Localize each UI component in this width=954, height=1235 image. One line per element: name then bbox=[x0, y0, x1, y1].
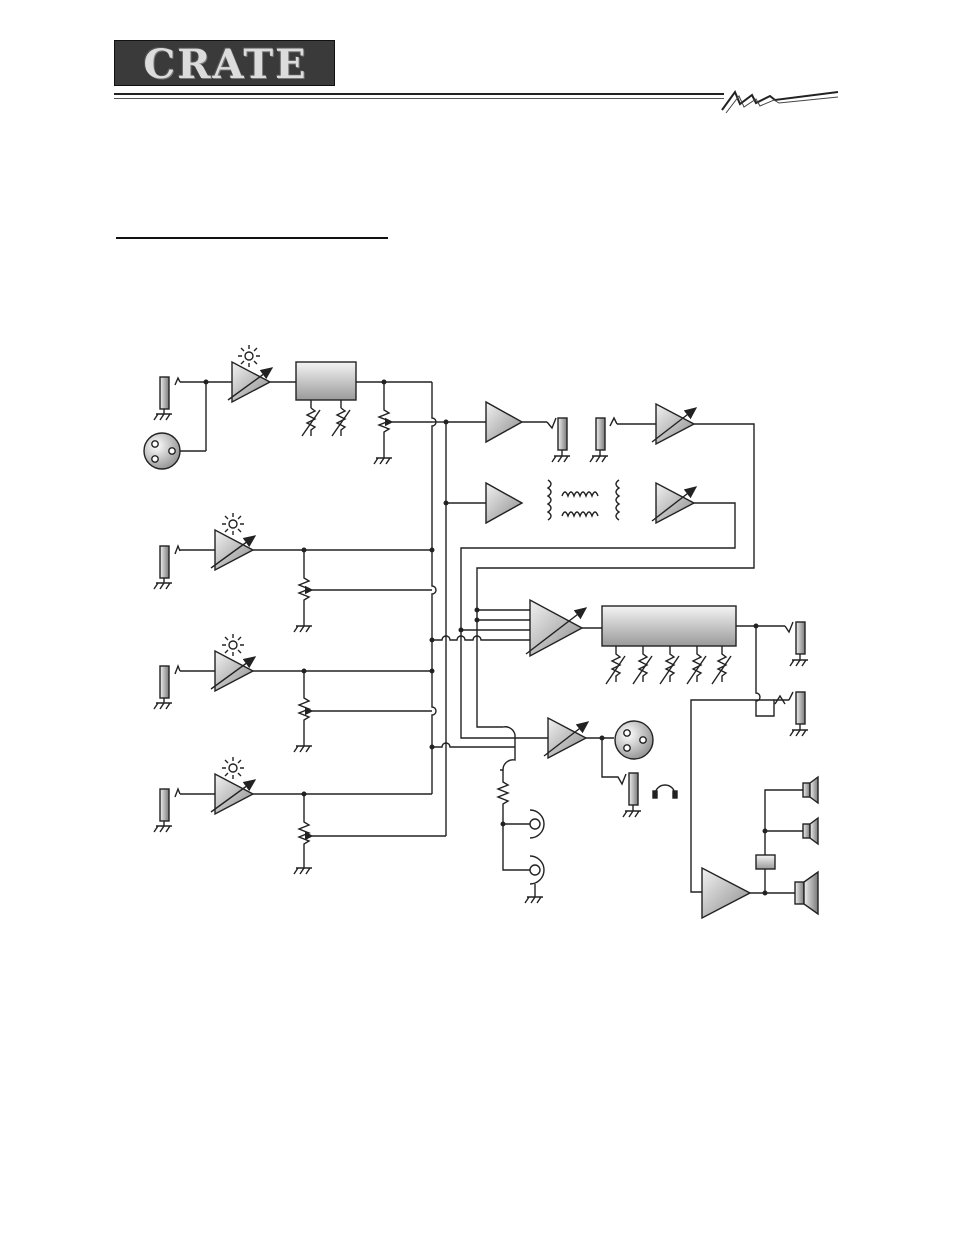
effects-send-amp bbox=[486, 402, 522, 442]
power-amp bbox=[702, 868, 750, 918]
headphone-icon bbox=[653, 785, 677, 798]
channel-2-level-pot bbox=[294, 550, 432, 632]
effects-send-jack bbox=[547, 418, 570, 462]
speaker-crossover bbox=[756, 855, 775, 869]
monitor-amp bbox=[544, 718, 588, 758]
effects-return-amp bbox=[652, 404, 696, 444]
master-mix-amp bbox=[526, 600, 586, 656]
clip-led-icon bbox=[238, 345, 260, 367]
phone-jack-input-2 bbox=[154, 546, 180, 589]
tweeter-1 bbox=[803, 777, 818, 803]
channel-1-level-pot bbox=[374, 382, 432, 464]
phone-jack-input-1 bbox=[154, 377, 180, 420]
channel-1-preamp bbox=[228, 345, 272, 402]
channel-2-preamp bbox=[211, 513, 255, 570]
headphone-jack bbox=[623, 773, 641, 817]
channel-3-level-pot bbox=[294, 671, 432, 752]
tweeter-2 bbox=[803, 818, 818, 844]
tape-level-resistor bbox=[498, 770, 508, 824]
phone-jack-input-3 bbox=[154, 666, 180, 709]
line-out-jack bbox=[785, 622, 808, 666]
reverb-return-amp bbox=[652, 483, 696, 523]
channel-4-level-pot bbox=[294, 794, 446, 874]
graphic-eq-block bbox=[602, 606, 736, 684]
channel-1-eq-block bbox=[296, 362, 356, 436]
phone-jack-input-4 bbox=[154, 789, 180, 832]
reverb-drive-amp bbox=[486, 483, 522, 523]
rca-tape-jacks bbox=[501, 810, 544, 903]
channel-4-preamp bbox=[211, 757, 255, 814]
power-amp-in-jack bbox=[775, 692, 808, 736]
woofer bbox=[795, 872, 818, 914]
reverb-tank bbox=[548, 480, 619, 520]
effects-return-jack bbox=[590, 418, 617, 462]
channel-3-preamp bbox=[211, 634, 255, 691]
xlr-input-1 bbox=[144, 433, 180, 469]
xlr-output bbox=[615, 721, 653, 759]
